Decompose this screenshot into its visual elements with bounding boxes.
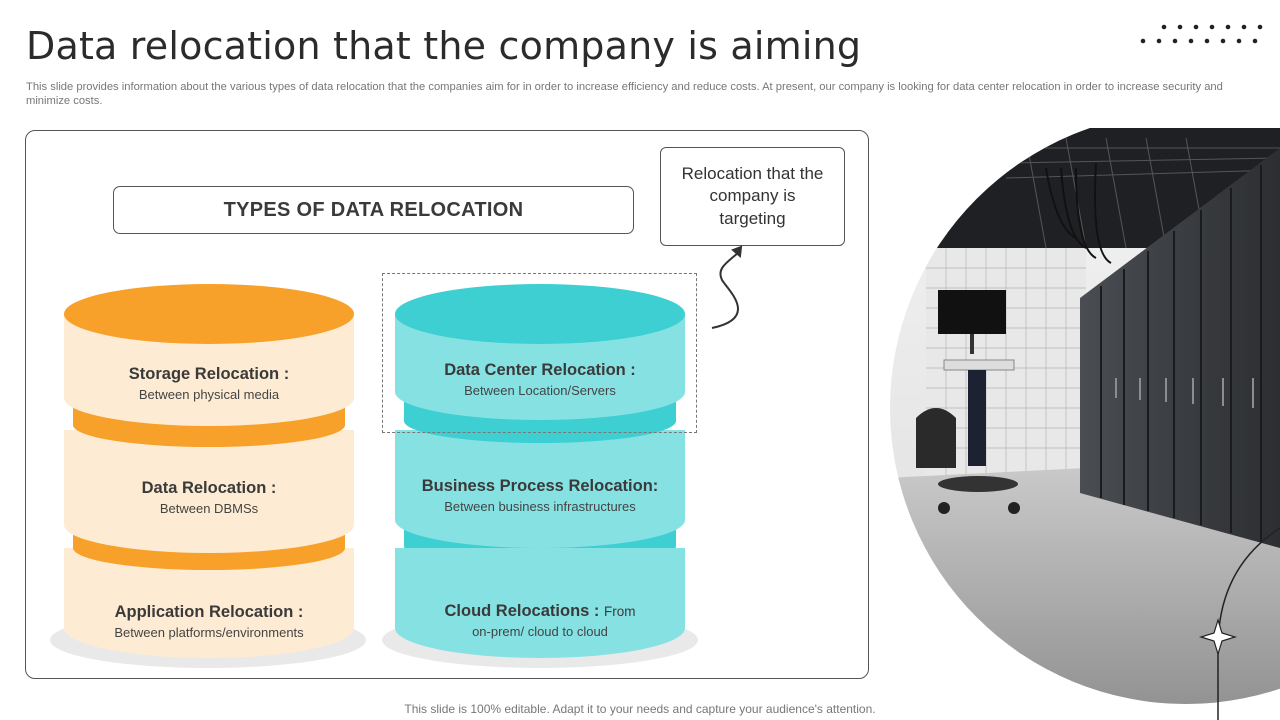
data-relocation-label: Data Relocation : Between DBMSs (64, 479, 354, 516)
data-center-relocation-title: Data Center Relocation : (444, 361, 636, 379)
data-tier-body (64, 430, 354, 553)
data-center-relocation-desc: Between Location/Servers (464, 383, 616, 398)
right-stack (395, 284, 685, 658)
content-frame (25, 130, 869, 679)
page-title: Data relocation that the company is aimi… (26, 24, 862, 68)
page-subtitle: This slide provides information about th… (26, 81, 1223, 107)
left-stack (64, 284, 354, 658)
sparkle-icon (1198, 617, 1238, 657)
cloud-relocation-desc: on-prem/ cloud to cloud (472, 624, 608, 639)
storage-relocation-title: Storage Relocation : (128, 365, 290, 383)
business-process-relocation-title: Business Process Relocation: (421, 477, 659, 495)
storage-relocation-desc: Between physical media (138, 387, 280, 402)
curvy-arrow (711, 251, 740, 329)
business-tier-body (395, 430, 685, 548)
data-relocation-title: Data Relocation : (141, 479, 277, 497)
application-relocation-label: Application Relocation : Between platfor… (64, 603, 354, 640)
cloud-relocation-label: Cloud Relocations : From on-prem/ cloud … (395, 602, 685, 639)
target-callout: Relocation that the company is targeting (660, 147, 845, 246)
selected-highlight-box (382, 273, 697, 433)
cloud-relocation-title-row: Cloud Relocations : From (395, 602, 685, 621)
cloud-relocation-title: Cloud Relocations : (444, 602, 600, 620)
arrow-head-icon (731, 245, 743, 258)
types-heading: TYPES OF DATA RELOCATION (223, 198, 524, 221)
footer-note: This slide is 100% editable. Adapt it to… (404, 702, 876, 716)
storage-tier-top (64, 284, 354, 344)
types-heading-box: TYPES OF DATA RELOCATION (113, 186, 634, 234)
cloud-relocation-title-suffix: From (604, 604, 636, 619)
application-relocation-desc: Between platforms/environments (114, 625, 304, 640)
data-center-tier-body (395, 314, 685, 420)
server-room-photo (890, 128, 1280, 720)
data-center-tier-top (395, 284, 685, 344)
application-relocation-title: Application Relocation : (114, 603, 304, 621)
cylinder-diagram (50, 245, 743, 668)
decorative-dots (1140, 24, 1263, 44)
storage-relocation-label: Storage Relocation : Between physical me… (64, 365, 354, 402)
business-process-relocation-desc: Between business infrastructures (444, 499, 636, 514)
business-process-relocation-label: Business Process Relocation: Between bus… (395, 477, 685, 514)
storage-tier-body (64, 314, 354, 426)
target-callout-text: Relocation that the company is targeting (681, 163, 824, 228)
data-relocation-desc: Between DBMSs (159, 501, 259, 516)
data-center-relocation-label: Data Center Relocation : Between Locatio… (395, 361, 685, 398)
